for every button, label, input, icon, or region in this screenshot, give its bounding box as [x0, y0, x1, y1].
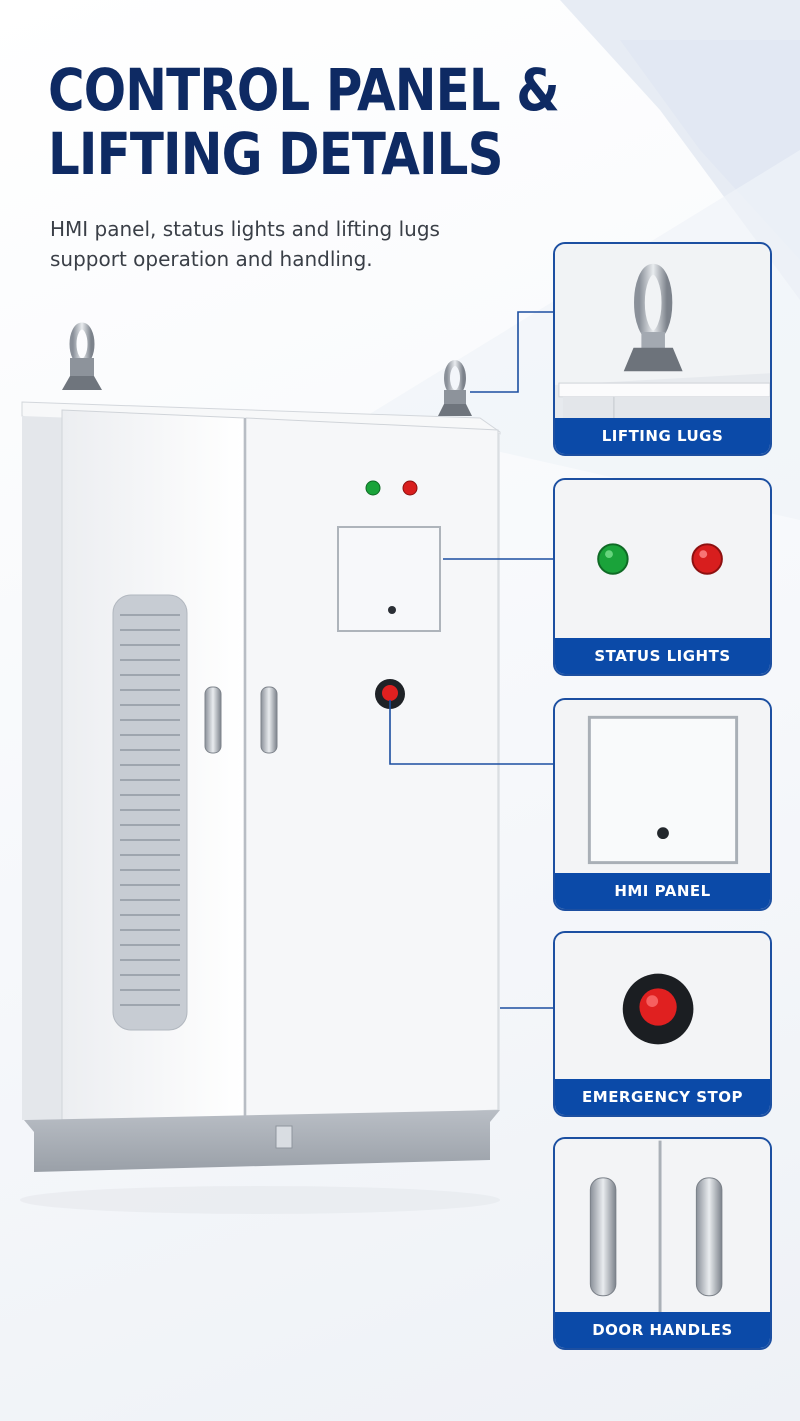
title-line-2: LIFTING DETAILS: [48, 120, 504, 188]
callout-card-hmi-panel: HMI PANEL: [553, 698, 772, 911]
page-title: CONTROL PANEL & LIFTING DETAILS: [48, 56, 560, 188]
lifting-lug-icon: [438, 360, 472, 416]
emergency-stop-icon: [555, 934, 770, 1082]
callout-label: DOOR HANDLES: [555, 1312, 770, 1348]
status-light-red: [402, 480, 418, 496]
callout-card-status-lights: STATUS LIGHTS: [553, 478, 772, 676]
callout-label: EMERGENCY STOP: [555, 1079, 770, 1115]
cabinet-illustration: [20, 322, 501, 1214]
emergency-stop-icon: [375, 679, 405, 709]
callout-label: HMI PANEL: [555, 873, 770, 909]
door-handle-icon: [555, 1140, 770, 1315]
lifting-lug-icon: [62, 322, 102, 390]
callout-label: STATUS LIGHTS: [555, 638, 770, 674]
callout-label: LIFTING LUGS: [555, 418, 770, 454]
lifting-lug-icon: [555, 245, 770, 421]
door-handle-icon: [260, 686, 278, 754]
callout-card-lifting-lugs: LIFTING LUGS: [553, 242, 772, 456]
hmi-panel-icon: [337, 526, 441, 632]
hmi-panel-icon: [555, 701, 770, 876]
status-light-icon: [555, 481, 770, 641]
callout-card-door-handles: DOOR HANDLES: [553, 1137, 772, 1350]
title-line-1: CONTROL PANEL &: [48, 56, 560, 124]
callout-card-emergency-stop: EMERGENCY STOP: [553, 931, 772, 1117]
page-subtitle: HMI panel, status lights and lifting lug…: [50, 217, 440, 271]
door-handle-icon: [204, 686, 222, 754]
status-light-green: [365, 480, 381, 496]
